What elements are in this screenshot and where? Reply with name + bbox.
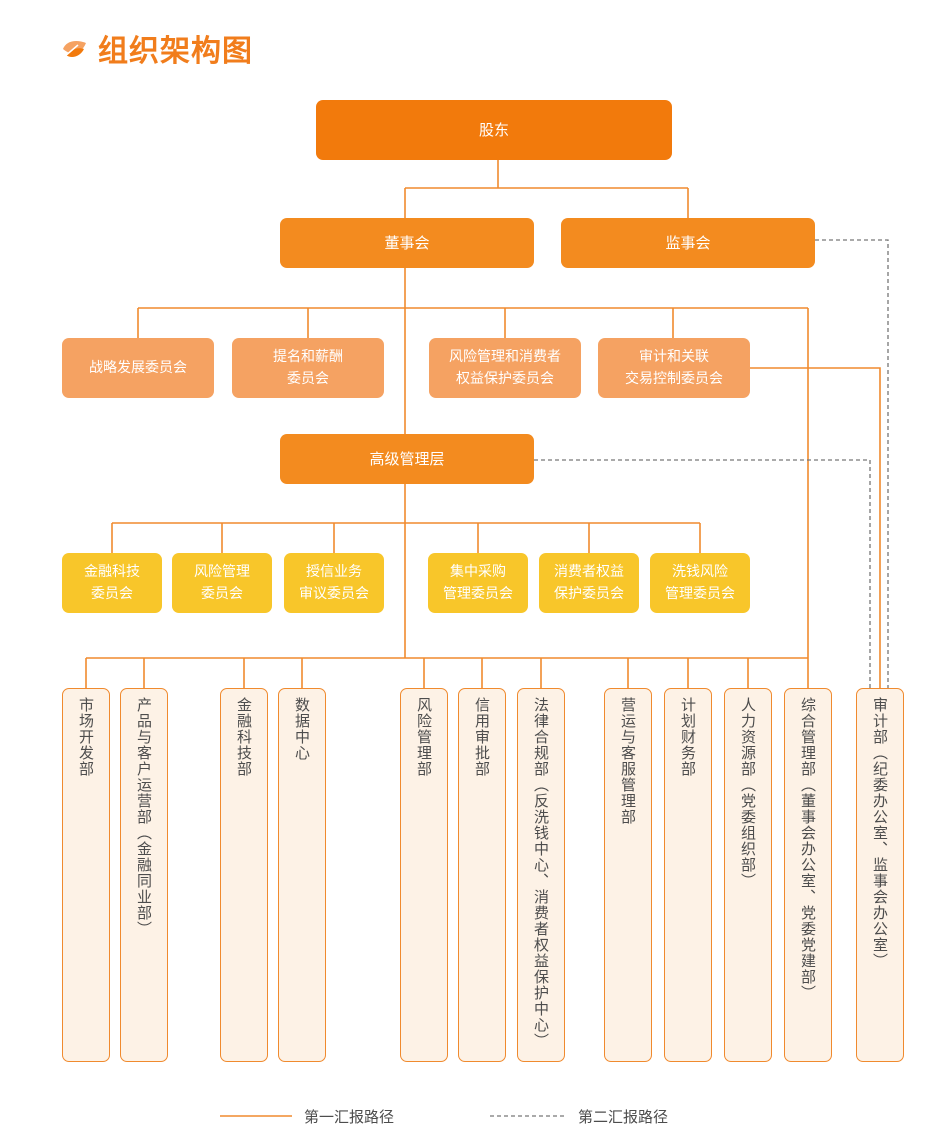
leaf-icon — [63, 41, 86, 58]
department-label: 法律合规部（反洗钱中心、消费者权益保护中心） — [532, 697, 550, 1049]
department-label: 风险管理部 — [415, 697, 433, 777]
page-title: 组织架构图 — [60, 28, 253, 69]
department-label: 人力资源部（党委组织部） — [739, 697, 757, 889]
department-label: 金融科技部 — [235, 697, 253, 777]
department-label: 产品与客户运营部（金融同业部） — [135, 697, 153, 937]
mgmt-committee-fintech: 金融科技 委员会 — [62, 553, 162, 613]
board-committee-strategy: 战略发展委员会 — [62, 338, 214, 398]
department-risk: 风险管理部 — [400, 688, 448, 1062]
department-label: 信用审批部 — [473, 697, 491, 777]
department-label: 数据中心 — [293, 697, 311, 761]
senior-management-node: 高级管理层 — [280, 434, 534, 484]
department-product: 产品与客户运营部（金融同业部） — [120, 688, 168, 1062]
department-label: 综合管理部（董事会办公室、党委党建部） — [799, 697, 817, 1001]
dashed-supervisors-to-audit — [815, 239, 889, 688]
department-hr: 人力资源部（党委组织部） — [724, 688, 772, 1062]
board-committee-risk: 风险管理和消费者 权益保护委员会 — [429, 338, 581, 398]
department-label: 市场开发部 — [77, 697, 95, 777]
department-general: 综合管理部（董事会办公室、党委党建部） — [784, 688, 832, 1062]
board-node: 董事会 — [280, 218, 534, 268]
department-fintech: 金融科技部 — [220, 688, 268, 1062]
mgmt-committee-procurement: 集中采购 管理委员会 — [428, 553, 528, 613]
page-title-text: 组织架构图 — [98, 34, 253, 69]
board-committee-audit: 审计和关联 交易控制委员会 — [598, 338, 750, 398]
department-market: 市场开发部 — [62, 688, 110, 1062]
department-label: 审计部（纪委办公室、监事会办公室） — [871, 697, 889, 969]
mgmt-committee-risk: 风险管理 委员会 — [172, 553, 272, 613]
mgmt-committee-aml: 洗钱风险 管理委员会 — [650, 553, 750, 613]
legend-secondary-label: 第二汇报路径 — [578, 1108, 669, 1126]
department-audit: 审计部（纪委办公室、监事会办公室） — [856, 688, 904, 1062]
department-legal: 法律合规部（反洗钱中心、消费者权益保护中心） — [517, 688, 565, 1062]
supervisors-node: 监事会 — [561, 218, 815, 268]
legend-primary-label: 第一汇报路径 — [304, 1108, 395, 1126]
shareholders-node: 股东 — [316, 100, 672, 160]
dashed-management-to-audit — [534, 459, 871, 688]
department-label: 计划财务部 — [679, 697, 697, 777]
line-audit-committee-to-audit — [750, 367, 881, 688]
board-committee-nomination: 提名和薪酬 委员会 — [232, 338, 384, 398]
department-operations: 营运与客服管理部 — [604, 688, 652, 1062]
department-credit: 信用审批部 — [458, 688, 506, 1062]
mgmt-committee-credit: 授信业务 审议委员会 — [284, 553, 384, 613]
department-data-center: 数据中心 — [278, 688, 326, 1062]
department-label: 营运与客服管理部 — [619, 697, 637, 825]
mgmt-committee-consumer: 消费者权益 保护委员会 — [539, 553, 639, 613]
department-finance: 计划财务部 — [664, 688, 712, 1062]
